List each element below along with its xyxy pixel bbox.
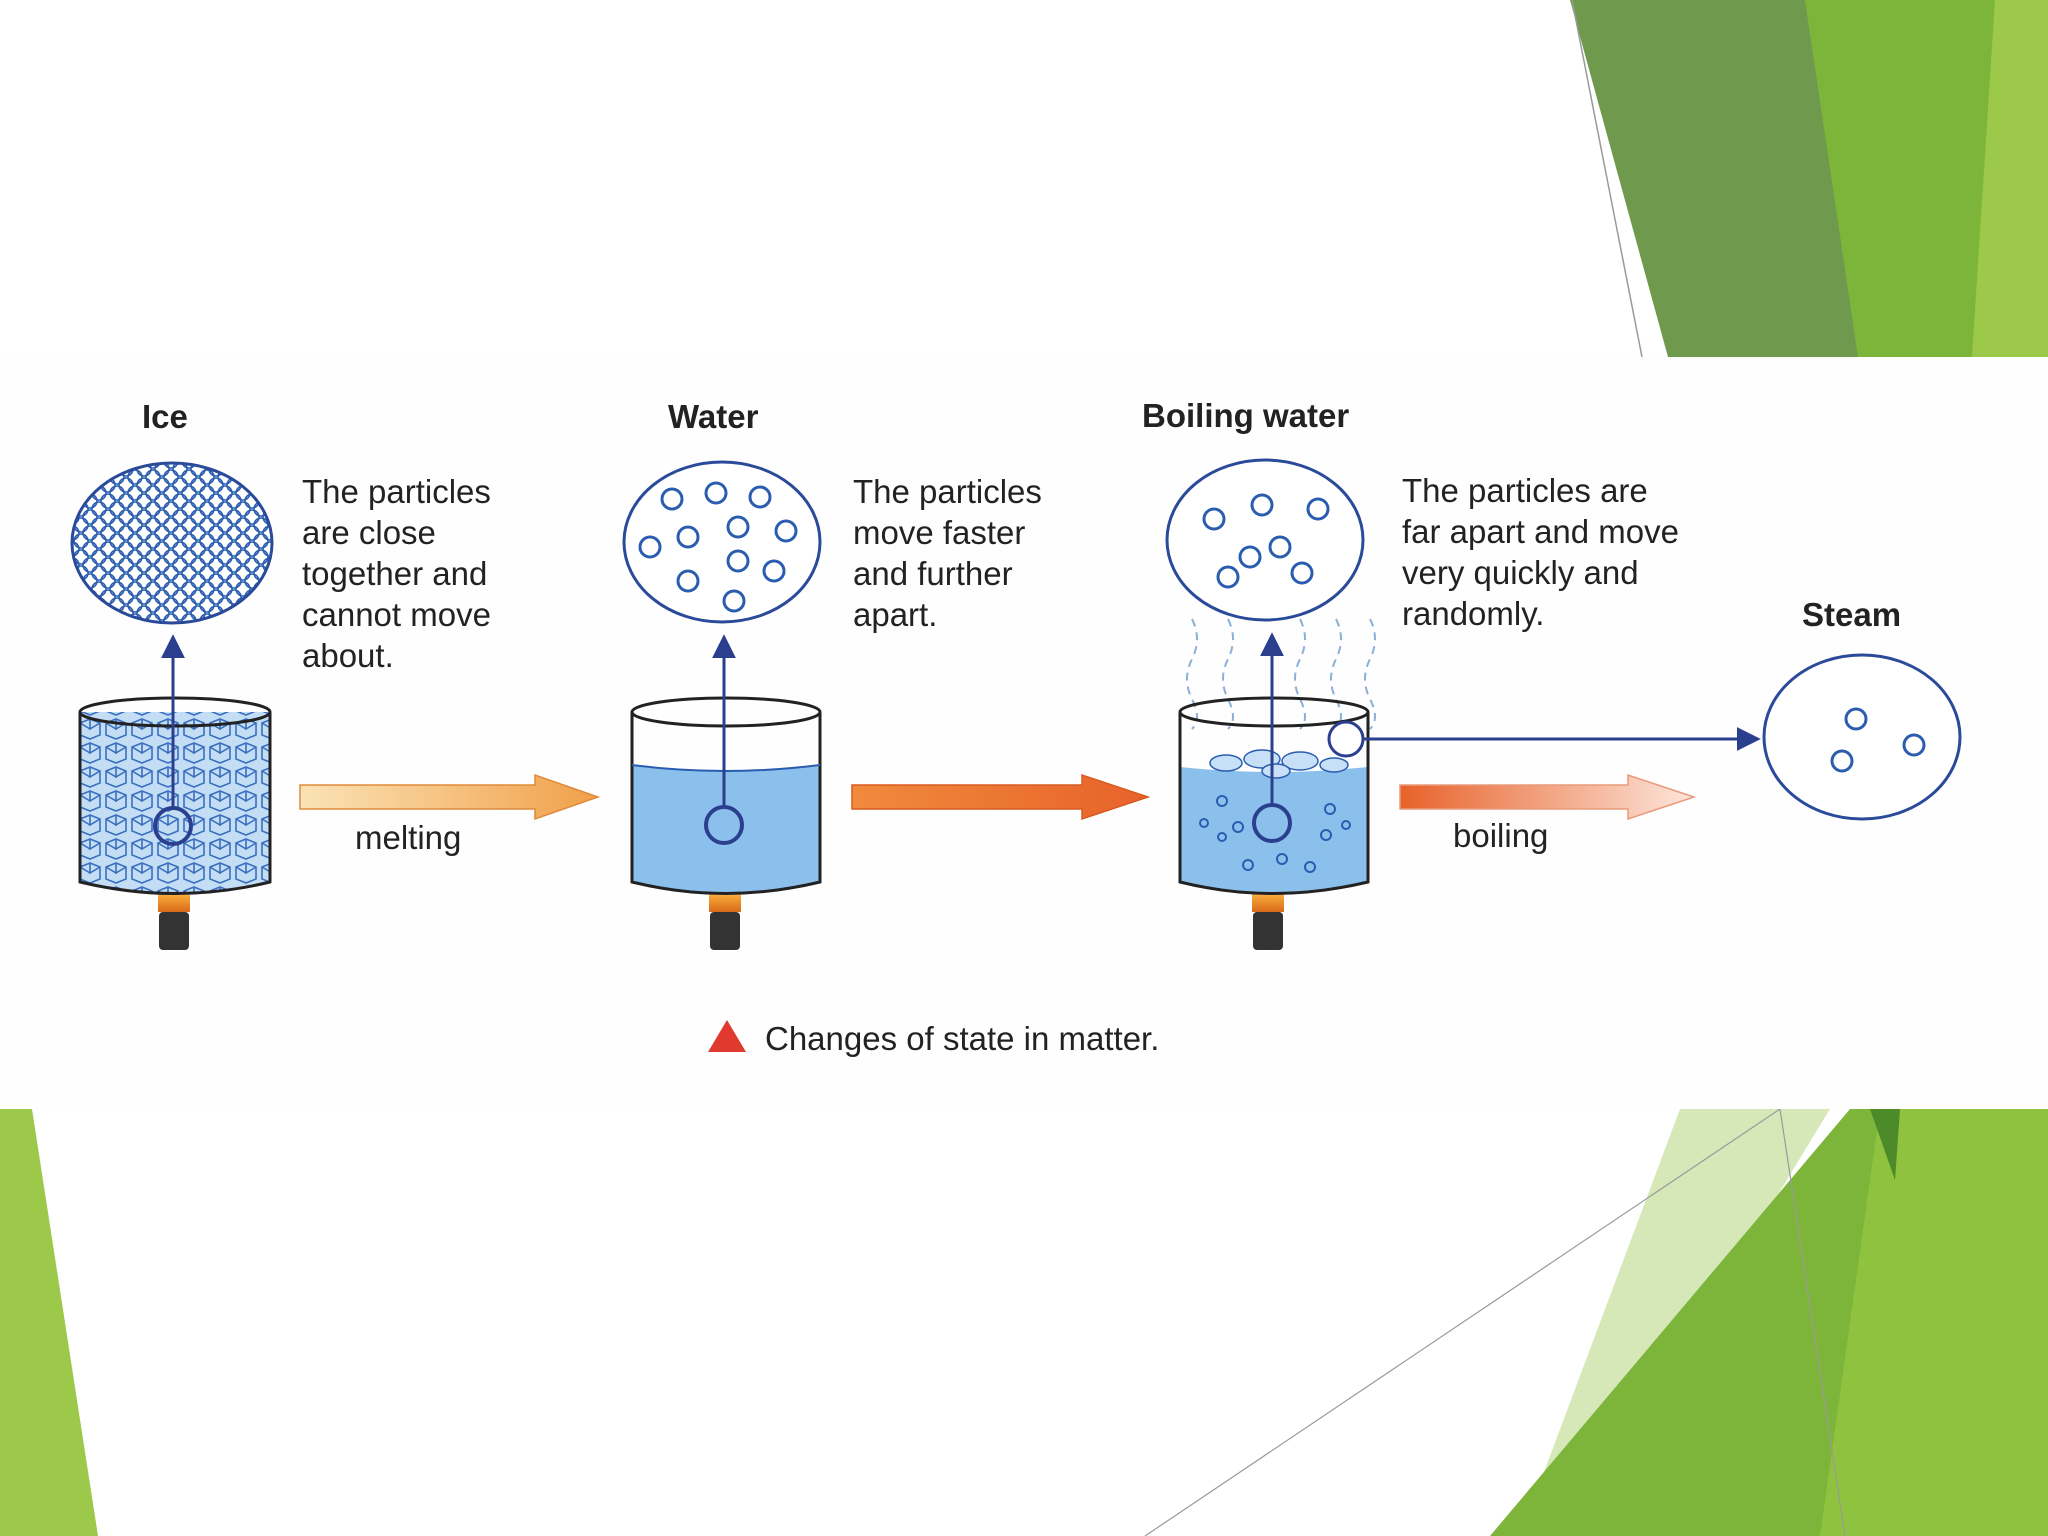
boiling-stage: Boiling water The particles are far apar… [1142, 397, 1761, 950]
steam-wisps [1186, 618, 1376, 730]
stage-title-water: Water [668, 398, 759, 435]
ice-stage: Ice The particles are close together and… [70, 398, 500, 950]
boiling-particle-view [1165, 458, 1365, 622]
ice-particle-view [70, 461, 274, 625]
green-shape-top-dark [1570, 0, 1860, 357]
stage-title-boiling-water: Boiling water [1142, 397, 1349, 434]
thin-line-top [1571, 0, 1643, 358]
water-description: The particles move faster and further ap… [853, 473, 1051, 633]
ice-description: The particles are close together and can… [302, 473, 500, 674]
diagram-panel: Ice The particles are close together and… [0, 357, 2048, 1109]
caption-text: Changes of state in matter. [765, 1020, 1159, 1057]
water-beaker [630, 634, 822, 950]
green-shape-bottom-dark [1870, 1109, 1900, 1180]
caption-triangle-icon [708, 1020, 746, 1052]
boiling-arrow [1399, 773, 1697, 821]
ice-beaker [78, 634, 272, 950]
caption: Changes of state in matter. [708, 1020, 1159, 1057]
thin-line-bottom-2 [1779, 1108, 1846, 1536]
green-shape-top-mid [1805, 0, 2015, 357]
melting-label: melting [355, 819, 461, 856]
steam-particle-view [1762, 653, 1962, 821]
water-particle-view [622, 460, 822, 624]
stage-title-ice: Ice [142, 398, 188, 435]
green-shape-bottom-light [1820, 1109, 2048, 1536]
boiling-beaker [1178, 632, 1761, 950]
boiling-description: The particles are far apart and move ver… [1402, 472, 1688, 632]
melting-arrow [299, 773, 601, 821]
water-stage: Water The particles move faster and furt… [622, 398, 1051, 950]
boiling-label: boiling [1453, 817, 1548, 854]
green-shape-top-light [1972, 0, 2048, 357]
stage-title-steam: Steam [1802, 596, 1901, 633]
changes-of-state-diagram: Ice The particles are close together and… [70, 397, 1962, 1057]
heating-arrow [851, 773, 1151, 821]
green-shape-left [0, 1109, 98, 1536]
thin-line-bottom-1 [1144, 1108, 1781, 1536]
steam-stage: Steam [1762, 596, 1962, 821]
